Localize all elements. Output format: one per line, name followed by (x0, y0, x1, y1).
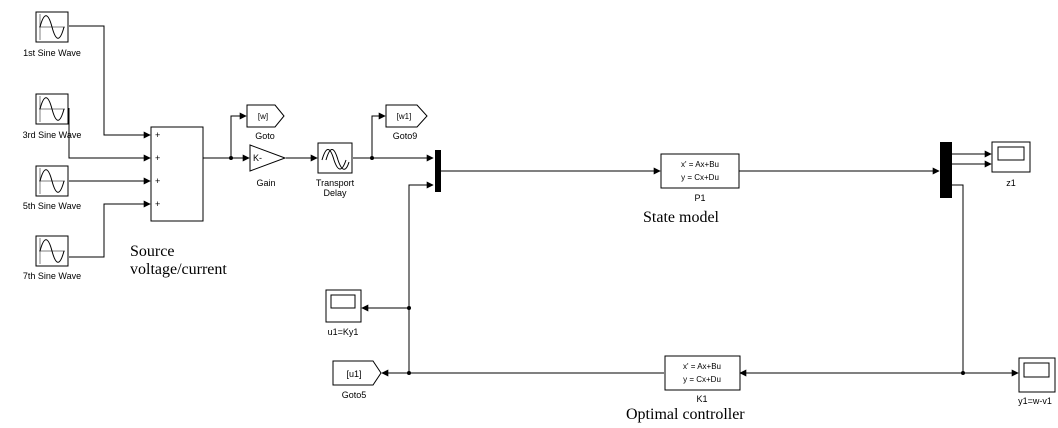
controller-label: K1 (696, 394, 708, 404)
sum-sign-2: + (155, 153, 160, 163)
goto-w-label: Goto (255, 131, 275, 141)
sine-wave-1st[interactable] (35, 11, 69, 43)
sum-sign-1: + (155, 130, 160, 140)
sum-sign-3: + (155, 176, 160, 186)
controller-equation-1: x' = Ax+Bu (683, 362, 721, 371)
scope-z1-label: z1 (1006, 178, 1016, 188)
sum-sign-4: + (155, 199, 160, 209)
scope-u1-block[interactable] (325, 289, 362, 323)
plant-equation-1: x' = Ax+Bu (681, 160, 719, 169)
gain-block[interactable]: K- (249, 144, 287, 172)
source-annotation-line1: Source (130, 243, 175, 260)
source-annotation-line2: voltage/current (130, 261, 227, 278)
wire-feedback-up-to-mux (408, 181, 434, 373)
transport-delay-block[interactable] (317, 142, 353, 174)
scope-z1-block[interactable] (991, 141, 1031, 173)
junction-dots (229, 156, 965, 375)
mux-bar[interactable] (435, 150, 441, 192)
goto-w1-block[interactable]: [w1] (385, 104, 428, 128)
goto-w1-label: Goto9 (392, 131, 418, 141)
goto-w-tag: [w] (258, 112, 268, 121)
goto-u1-tag: [u1] (346, 369, 361, 379)
sine-wave-7th[interactable] (35, 235, 69, 267)
goto-w-block[interactable]: [w] (246, 104, 285, 128)
gain-label: Gain (256, 178, 276, 188)
scope-u1-label: u1=Ky1 (327, 327, 359, 337)
gain-symbol: K- (253, 153, 262, 163)
goto-u1-block[interactable]: [u1] (332, 360, 382, 386)
plant-label: P1 (694, 193, 706, 203)
wire-branch-to-goto-w (230, 112, 247, 158)
wire-branch-to-goto-w1 (371, 112, 386, 158)
sine-7th-label: 7th Sine Wave (22, 271, 82, 281)
sine-wave-5th[interactable] (35, 165, 69, 197)
goto-w1-tag: [w1] (397, 112, 412, 121)
controller-annotation: Optimal controller (626, 406, 745, 423)
signal-lines (68, 25, 1019, 377)
goto-u1-label: Goto5 (341, 390, 367, 400)
scope-y1-block[interactable] (1018, 357, 1056, 393)
sine-1st-label: 1st Sine Wave (23, 48, 81, 58)
plant-equation-2: y = Cx+Du (681, 173, 719, 182)
transport-delay-label-1: Transport (315, 178, 355, 188)
wire-demux-to-feedback (952, 184, 964, 373)
controller-equation-2: y = Cx+Du (683, 375, 721, 384)
state-space-controller-block[interactable]: x' = Ax+Bu y = Cx+Du (664, 355, 741, 391)
state-space-plant-block[interactable]: x' = Ax+Bu y = Cx+Du (660, 153, 740, 189)
demux-bar[interactable] (940, 142, 952, 198)
wire-sine7-to-sum (69, 200, 151, 258)
sum-block[interactable]: + + + + (150, 126, 204, 222)
scope-y1-label: y1=w-v1 (1018, 396, 1052, 406)
sine-5th-label: 5th Sine Wave (22, 201, 82, 211)
state-model-annotation: State model (643, 209, 719, 226)
wire-sine1-to-sum (69, 25, 151, 139)
wire-sine3-to-sum (68, 108, 151, 162)
sine-wave-3rd[interactable] (35, 93, 69, 125)
transport-delay-label-2: Delay (323, 188, 347, 198)
sine-3rd-label: 3rd Sine Wave (22, 130, 82, 140)
